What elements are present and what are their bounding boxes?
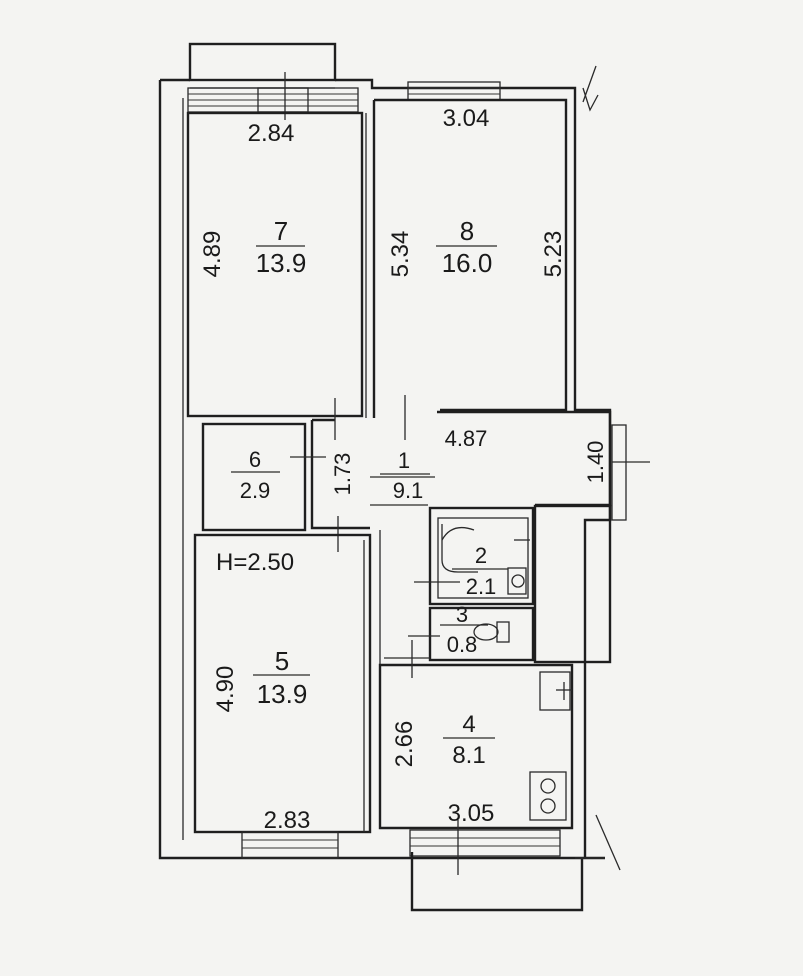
dim-room7-width: 2.84 [248, 120, 295, 147]
room-1-area: 9.1 [393, 478, 424, 503]
room-4-area: 8.1 [452, 742, 485, 769]
room-4-number: 4 [462, 711, 475, 738]
room-7-area: 13.9 [256, 248, 307, 278]
dim-room5-width: 2.83 [264, 807, 311, 834]
room-2-number: 2 [475, 543, 487, 568]
room-5-number: 5 [275, 646, 289, 676]
room-6-area: 2.9 [240, 478, 271, 503]
dim-room7-length: 4.89 [199, 231, 226, 278]
ceiling-height-label: H=2.50 [216, 549, 294, 576]
room-6 [201, 422, 307, 532]
top-balcony [188, 42, 337, 89]
dim-room8-length-left: 5.34 [387, 231, 414, 278]
window-room4 [409, 820, 561, 875]
room-8-number: 8 [460, 216, 474, 246]
room-3-area: 0.8 [447, 632, 478, 657]
dim-room4-length: 2.66 [391, 721, 418, 768]
outer-walls [158, 65, 612, 860]
fraction-lines [231, 245, 508, 739]
dimension-labels: 2.84 3.04 4.87 2.83 3.05 4.89 5.34 5.23 … [199, 105, 608, 834]
window-room8 [407, 81, 501, 101]
room-2-area: 2.1 [466, 574, 497, 599]
room-6-number: 6 [249, 447, 261, 472]
shaft-block [533, 504, 612, 664]
room-7-number: 7 [274, 216, 288, 246]
room-1-number: 1 [398, 448, 410, 473]
window-room5 [241, 831, 339, 859]
room-5-area: 13.9 [257, 679, 308, 709]
room-labels: 7 13.9 8 16.0 6 2.9 1 9.1 2 2.1 3 0.8 5 … [216, 216, 496, 769]
dim-room5-length: 4.90 [212, 666, 239, 713]
dim-hall-length: 4.87 [445, 426, 488, 451]
room-3-number: 3 [456, 602, 468, 627]
room-8-area: 16.0 [442, 248, 493, 278]
room-8 [365, 98, 568, 418]
bottom-balcony [410, 814, 621, 912]
dim-hall-left: 1.73 [330, 453, 355, 496]
dim-room4-width: 3.05 [448, 800, 495, 827]
room-7 [186, 111, 364, 418]
dim-room8-length-right: 5.23 [540, 231, 567, 278]
dim-hall-right: 1.40 [583, 441, 608, 484]
room-4-kitchen [378, 640, 574, 830]
room-2-bath [414, 506, 535, 606]
dim-room8-width: 3.04 [443, 105, 490, 132]
room-3-wc [408, 606, 535, 662]
